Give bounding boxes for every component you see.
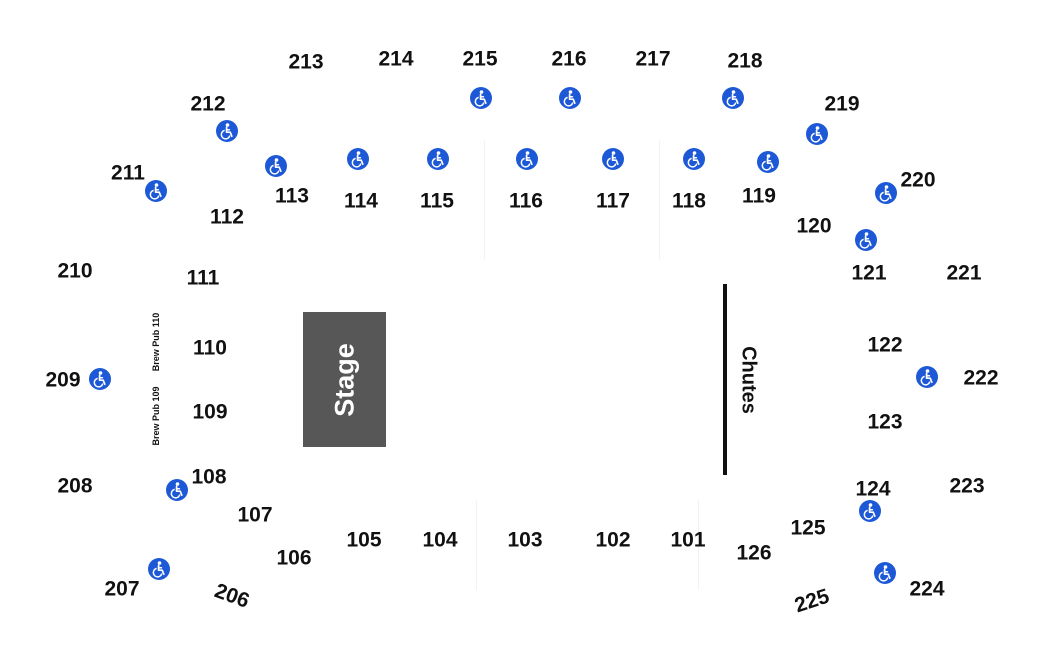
chutes-label: Chutes (737, 346, 760, 414)
wheelchair-accessible-icon (757, 151, 779, 173)
wheelchair-accessible-icon (875, 182, 897, 204)
wheelchair-accessible-icon (470, 87, 492, 109)
divider-line (476, 500, 477, 590)
wheelchair-accessible-icon (145, 180, 167, 202)
wheelchair-accessible-icon (265, 155, 287, 177)
section-102[interactable]: 102 (595, 528, 631, 552)
wheelchair-accessible-icon (722, 87, 744, 109)
wheelchair-accessible-icon (216, 120, 238, 142)
wheelchair-accessible-icon (89, 368, 111, 390)
stage-label: Stage (329, 342, 359, 417)
section-215[interactable]: 215 (462, 47, 498, 71)
section-103[interactable]: 103 (507, 528, 543, 552)
wheelchair-accessible-icon (166, 479, 188, 501)
section-206[interactable]: 206 (211, 579, 253, 613)
section-104[interactable]: 104 (422, 528, 458, 552)
section-219[interactable]: 219 (824, 92, 860, 116)
section-207[interactable]: 207 (104, 577, 140, 601)
section-113[interactable]: 113 (275, 184, 309, 208)
section-124[interactable]: 124 (855, 477, 891, 501)
section-109[interactable]: 109 (192, 400, 228, 424)
section-107[interactable]: 107 (237, 503, 273, 527)
wheelchair-accessible-icon (559, 87, 581, 109)
wheelchair-accessible-icon (148, 558, 170, 580)
section-121[interactable]: 121 (851, 261, 887, 285)
section-114[interactable]: 114 (344, 189, 378, 213)
section-218[interactable]: 218 (727, 49, 763, 73)
wheelchair-accessible-icon (916, 366, 938, 388)
wheelchair-accessible-icon (806, 123, 828, 145)
wheelchair-accessible-icon (516, 148, 538, 170)
section-223[interactable]: 223 (949, 474, 985, 498)
chutes-divider (723, 284, 727, 475)
section-119[interactable]: 119 (742, 184, 776, 208)
section-118[interactable]: 118 (672, 189, 706, 213)
section-225[interactable]: 225 (791, 584, 833, 618)
section-213[interactable]: 213 (288, 50, 324, 74)
wheelchair-accessible-icon (855, 229, 877, 251)
divider-line (484, 140, 485, 260)
section-108[interactable]: 108 (191, 465, 227, 489)
section-222[interactable]: 222 (963, 366, 999, 390)
section-120[interactable]: 120 (796, 214, 832, 238)
section-216[interactable]: 216 (551, 47, 587, 71)
section-122[interactable]: 122 (867, 333, 903, 357)
section-105[interactable]: 105 (346, 528, 382, 552)
wheelchair-accessible-icon (683, 148, 705, 170)
wheelchair-accessible-icon (859, 500, 881, 522)
section-209[interactable]: 209 (45, 368, 81, 392)
section-208[interactable]: 208 (57, 474, 93, 498)
divider-line (698, 500, 699, 590)
brew-pub-109-label: Brew Pub 109 (151, 386, 161, 446)
section-112[interactable]: 112 (210, 205, 244, 229)
section-210[interactable]: 210 (57, 259, 93, 283)
divider-line (659, 140, 660, 260)
section-217[interactable]: 217 (635, 47, 671, 71)
section-126[interactable]: 126 (736, 541, 772, 565)
wheelchair-accessible-icon (874, 562, 896, 584)
section-224[interactable]: 224 (909, 577, 945, 601)
section-212[interactable]: 212 (190, 92, 226, 116)
section-123[interactable]: 123 (867, 410, 903, 434)
section-214[interactable]: 214 (378, 47, 414, 71)
section-211[interactable]: 211 (111, 161, 145, 185)
section-220[interactable]: 220 (900, 168, 936, 192)
section-111[interactable]: 111 (186, 266, 220, 290)
section-110[interactable]: 110 (193, 336, 227, 360)
brew-pub-110-label: Brew Pub 110 (151, 312, 161, 372)
stage: Stage (303, 312, 386, 447)
wheelchair-accessible-icon (347, 148, 369, 170)
wheelchair-accessible-icon (427, 148, 449, 170)
section-117[interactable]: 117 (596, 189, 630, 213)
section-106[interactable]: 106 (276, 546, 312, 570)
section-116[interactable]: 116 (509, 189, 543, 213)
section-101[interactable]: 101 (670, 528, 706, 552)
section-221[interactable]: 221 (946, 261, 982, 285)
section-125[interactable]: 125 (790, 516, 826, 540)
wheelchair-accessible-icon (602, 148, 624, 170)
section-115[interactable]: 115 (420, 189, 454, 213)
